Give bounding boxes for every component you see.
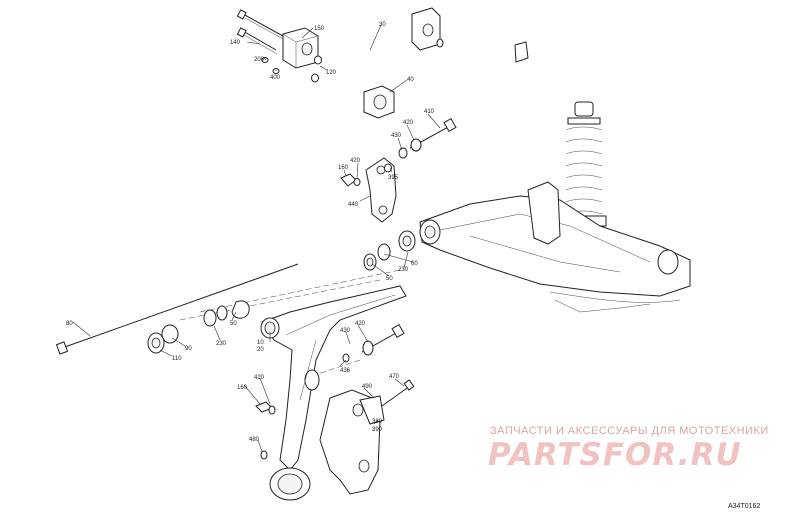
callout-label: 50 bbox=[230, 321, 237, 327]
callout-label: 436 bbox=[340, 368, 351, 374]
leader-lines bbox=[72, 24, 441, 453]
callout-label: 80 bbox=[66, 321, 73, 327]
pivot-bushings-upper bbox=[363, 230, 416, 271]
nuts-lower-left bbox=[255, 401, 276, 460]
bolt-430-lower bbox=[342, 323, 405, 363]
callout-label: 140 bbox=[230, 40, 241, 46]
callout-label: 40 bbox=[407, 77, 414, 83]
stabilizer-bar bbox=[310, 7, 529, 155]
callout-label: 30 bbox=[379, 22, 386, 28]
bolt-470 bbox=[381, 379, 415, 407]
bolt-top-short bbox=[236, 27, 278, 55]
callout-label: 390 bbox=[372, 427, 383, 433]
bushings-lower-left bbox=[147, 300, 250, 354]
callout-label: 470 bbox=[389, 374, 400, 380]
callout-label: 120 bbox=[326, 70, 337, 76]
axis-lines bbox=[179, 269, 401, 381]
callout-label: 200 bbox=[254, 57, 265, 63]
callout-label: 160 bbox=[338, 165, 349, 171]
watermark-tagline: ЗАПЧАСТИ И АКСЕССУАРЫ ДЛЯ МОТОТЕХНИКИ bbox=[490, 425, 769, 437]
callout-label: 10 bbox=[257, 340, 264, 346]
callout-label: 420 bbox=[254, 375, 265, 381]
callout-label: 50 bbox=[386, 276, 393, 282]
bolt-410 bbox=[398, 117, 457, 159]
bushing-120 bbox=[311, 55, 322, 83]
callout-label: 420 bbox=[355, 321, 366, 327]
callout-label: 490 bbox=[362, 384, 373, 390]
callout-label: 90 bbox=[185, 346, 192, 352]
callout-label: 60 bbox=[411, 261, 418, 267]
knuckle bbox=[319, 389, 385, 495]
callout-label: 395 bbox=[388, 175, 399, 181]
upper-a-arm bbox=[419, 181, 691, 313]
bushing-40 bbox=[363, 85, 395, 119]
callout-label: 420 bbox=[350, 158, 361, 164]
callout-label: 380 bbox=[372, 419, 383, 425]
hub-ring bbox=[269, 467, 311, 501]
callout-label: 110 bbox=[172, 356, 182, 362]
callout-label: 480 bbox=[249, 437, 260, 443]
callout-label: 440 bbox=[348, 202, 359, 208]
callout-label: 400 bbox=[270, 75, 281, 81]
clamp-150 bbox=[282, 27, 319, 69]
callout-label: 410 bbox=[424, 109, 435, 115]
lower-arm bbox=[260, 285, 407, 471]
link-plate bbox=[365, 157, 397, 223]
reference-code: A34T0162 bbox=[728, 503, 761, 510]
callout-label: 230 bbox=[398, 267, 409, 273]
pivot-bolt bbox=[55, 263, 299, 355]
callout-labels: 150 140 200 400 120 30 40 410 420 430 16… bbox=[66, 22, 435, 443]
washer-200 bbox=[261, 57, 269, 63]
callout-label: 160 bbox=[237, 385, 248, 391]
callout-label: 20 bbox=[257, 347, 264, 353]
callout-label: 430 bbox=[340, 328, 351, 334]
bolt-top-long bbox=[236, 9, 286, 41]
callout-label: 430 bbox=[391, 133, 402, 139]
callout-label: 230 bbox=[216, 341, 227, 347]
callout-label: 420 bbox=[403, 120, 414, 126]
callout-label: 150 bbox=[314, 26, 325, 32]
nut-160-top bbox=[340, 173, 361, 187]
nut-395 bbox=[384, 163, 392, 173]
watermark-logo: PARTSFOR.RU bbox=[488, 437, 742, 473]
